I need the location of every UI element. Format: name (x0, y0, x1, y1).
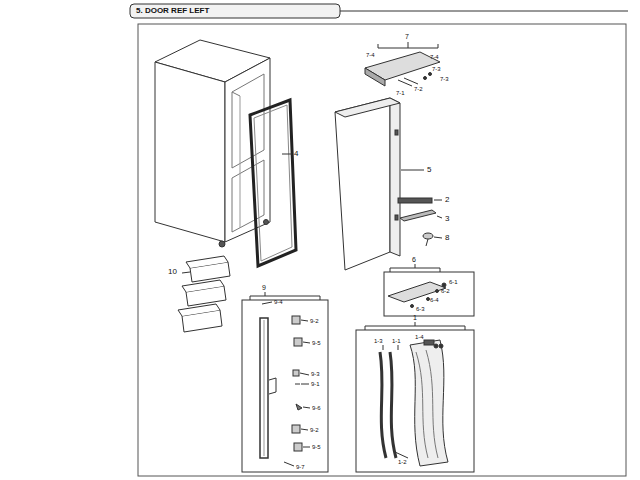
callout-number: 1 (413, 314, 417, 321)
callout-number: 9-3 (311, 371, 320, 377)
callout-number: 1-4 (415, 334, 424, 340)
callout-number: 7-4 (430, 54, 439, 60)
callout-number: 1-2 (398, 459, 407, 465)
callout-number: 7 (405, 33, 409, 40)
callout-number: 7-4 (366, 52, 375, 58)
callout-number: 9 (262, 284, 266, 291)
callout-number: 9-4 (274, 299, 283, 305)
callout-number: 7-3 (440, 76, 449, 82)
callout-number: 9-1 (311, 381, 320, 387)
callout-number: 6-2 (441, 288, 450, 294)
callout-number: 9-2 (310, 318, 319, 324)
callout-number: 7-1 (396, 90, 405, 96)
callout-number: 4 (294, 150, 298, 158)
callout-number: 3 (445, 215, 449, 223)
callout-number: 7-2 (414, 86, 423, 92)
page-title: 5. DOOR REF LEFT (136, 7, 209, 15)
callout-number: 6-4 (430, 297, 439, 303)
callout-number: 9-5 (312, 340, 321, 346)
callout-number: 7-3 (432, 66, 441, 72)
callout-number: 10 (168, 268, 177, 276)
callout-number: 9-2 (310, 427, 319, 433)
callout-number: 1-1 (392, 338, 401, 344)
callout-number: 9-5 (312, 444, 321, 450)
callout-number: 2 (445, 196, 449, 204)
callout-number: 9-6 (312, 405, 321, 411)
callout-number: 6 (412, 256, 416, 263)
callout-number: 5 (427, 166, 431, 174)
callout-number: 8 (445, 234, 449, 242)
callout-number: 1-3 (374, 338, 383, 344)
callout-number: 6-1 (449, 279, 458, 285)
callout-number: 6-3 (416, 306, 425, 312)
callout-number: 9-7 (296, 464, 305, 470)
